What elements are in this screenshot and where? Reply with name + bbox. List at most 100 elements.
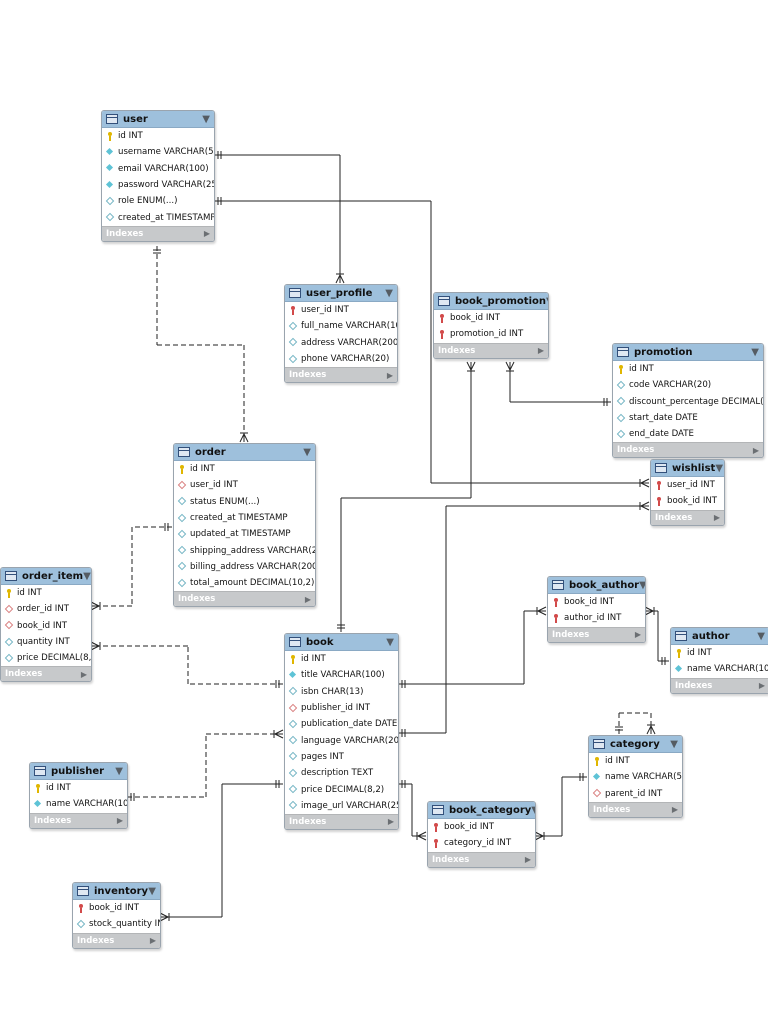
column-row[interactable]: shipping_address VARCHAR(200) — [174, 542, 315, 558]
column-row[interactable]: language VARCHAR(20) — [285, 732, 398, 748]
expand-arrow-icon[interactable]: ▶ — [524, 855, 531, 865]
collapse-arrow-icon[interactable]: ▼ — [531, 805, 535, 816]
column-row[interactable]: price DECIMAL(8,2) — [1, 650, 91, 666]
column-row[interactable]: total_amount DECIMAL(10,2) — [174, 575, 315, 591]
column-row[interactable]: price DECIMAL(8,2) — [285, 781, 398, 797]
collapse-arrow-icon[interactable]: ▼ — [670, 738, 678, 750]
column-row[interactable]: created_at TIMESTAMP — [102, 209, 214, 225]
column-row[interactable]: image_url VARCHAR(255) — [285, 798, 398, 814]
table-header[interactable]: author▼ — [671, 628, 768, 645]
table-header[interactable]: promotion▼ — [613, 344, 763, 361]
indexes-section[interactable]: Indexes▶ — [73, 932, 160, 948]
expand-arrow-icon[interactable]: ▶ — [537, 346, 544, 356]
column-row[interactable]: discount_percentage DECIMAL(5,2) — [613, 394, 763, 410]
collapse-arrow-icon[interactable]: ▼ — [639, 580, 645, 591]
column-row[interactable]: role ENUM(...) — [102, 193, 214, 209]
column-row[interactable]: address VARCHAR(200) — [285, 335, 397, 351]
collapse-arrow-icon[interactable]: ▼ — [115, 765, 123, 777]
column-row[interactable]: user_id INT — [651, 477, 724, 493]
column-row[interactable]: user_id INT — [174, 477, 315, 493]
column-row[interactable]: id INT — [589, 753, 682, 769]
column-row[interactable]: category_id INT — [428, 835, 535, 851]
column-row[interactable]: id INT — [285, 651, 398, 667]
indexes-section[interactable]: Indexes▶ — [102, 225, 214, 241]
collapse-arrow-icon[interactable]: ▼ — [757, 630, 765, 642]
expand-arrow-icon[interactable]: ▶ — [116, 816, 123, 826]
column-row[interactable]: book_id INT — [651, 493, 724, 509]
expand-arrow-icon[interactable]: ▶ — [752, 445, 759, 455]
collapse-arrow-icon[interactable]: ▼ — [303, 446, 311, 458]
column-row[interactable]: description TEXT — [285, 765, 398, 781]
column-row[interactable]: publication_date DATE — [285, 716, 398, 732]
indexes-section[interactable]: Indexes▶ — [671, 677, 768, 693]
table-header[interactable]: book_author▼ — [548, 577, 645, 594]
column-row[interactable]: created_at TIMESTAMP — [174, 510, 315, 526]
indexes-section[interactable]: Indexes▶ — [285, 813, 398, 829]
column-row[interactable]: book_id INT — [548, 594, 645, 610]
indexes-section[interactable]: Indexes▶ — [174, 591, 315, 607]
collapse-arrow-icon[interactable]: ▼ — [546, 296, 548, 307]
indexes-section[interactable]: Indexes▶ — [428, 851, 535, 867]
collapse-arrow-icon[interactable]: ▼ — [715, 462, 724, 474]
table-header[interactable]: publisher▼ — [30, 763, 127, 780]
column-row[interactable]: book_id INT — [434, 310, 548, 326]
table-header[interactable]: user_profile▼ — [285, 285, 397, 302]
column-row[interactable]: end_date DATE — [613, 426, 763, 442]
table-header[interactable]: inventory▼ — [73, 883, 160, 900]
expand-arrow-icon[interactable]: ▶ — [634, 630, 641, 640]
column-row[interactable]: publisher_id INT — [285, 700, 398, 716]
table-header[interactable]: wishlist▼ — [651, 460, 724, 477]
column-row[interactable]: parent_id INT — [589, 786, 682, 802]
collapse-arrow-icon[interactable]: ▼ — [385, 287, 393, 299]
table-header[interactable]: category▼ — [589, 736, 682, 753]
column-row[interactable]: phone VARCHAR(20) — [285, 351, 397, 367]
column-row[interactable]: start_date DATE — [613, 410, 763, 426]
indexes-section[interactable]: Indexes▶ — [589, 801, 682, 817]
table-header[interactable]: book_category▼ — [428, 802, 535, 819]
column-row[interactable]: book_id INT — [428, 819, 535, 835]
indexes-section[interactable]: Indexes▶ — [30, 812, 127, 828]
expand-arrow-icon[interactable]: ▶ — [713, 513, 720, 523]
column-row[interactable]: stock_quantity INT — [73, 916, 160, 932]
column-row[interactable]: order_id INT — [1, 601, 91, 617]
column-row[interactable]: id INT — [174, 461, 315, 477]
column-row[interactable]: book_id INT — [1, 618, 91, 634]
collapse-arrow-icon[interactable]: ▼ — [751, 346, 759, 358]
collapse-arrow-icon[interactable]: ▼ — [148, 885, 156, 897]
expand-arrow-icon[interactable]: ▶ — [758, 681, 765, 691]
column-row[interactable]: book_id INT — [73, 900, 160, 916]
indexes-section[interactable]: Indexes▶ — [1, 666, 91, 682]
column-row[interactable]: full_name VARCHAR(100) — [285, 318, 397, 334]
column-row[interactable]: name VARCHAR(50) — [589, 769, 682, 785]
column-row[interactable]: id INT — [1, 585, 91, 601]
indexes-section[interactable]: Indexes▶ — [434, 342, 548, 358]
collapse-arrow-icon[interactable]: ▼ — [386, 636, 394, 648]
column-row[interactable]: id INT — [613, 361, 763, 377]
table-header[interactable]: book▼ — [285, 634, 398, 651]
indexes-section[interactable]: Indexes▶ — [651, 509, 724, 525]
expand-arrow-icon[interactable]: ▶ — [386, 370, 393, 380]
collapse-arrow-icon[interactable]: ▼ — [83, 570, 91, 582]
table-header[interactable]: order_item▼ — [1, 568, 91, 585]
expand-arrow-icon[interactable]: ▶ — [149, 936, 156, 946]
column-row[interactable]: pages INT — [285, 749, 398, 765]
column-row[interactable]: code VARCHAR(20) — [613, 377, 763, 393]
column-row[interactable]: id INT — [30, 780, 127, 796]
column-row[interactable]: title VARCHAR(100) — [285, 667, 398, 683]
column-row[interactable]: billing_address VARCHAR(200) — [174, 559, 315, 575]
expand-arrow-icon[interactable]: ▶ — [387, 817, 394, 827]
column-row[interactable]: email VARCHAR(100) — [102, 161, 214, 177]
column-row[interactable]: promotion_id INT — [434, 326, 548, 342]
table-header[interactable]: order▼ — [174, 444, 315, 461]
column-row[interactable]: username VARCHAR(50) — [102, 144, 214, 160]
